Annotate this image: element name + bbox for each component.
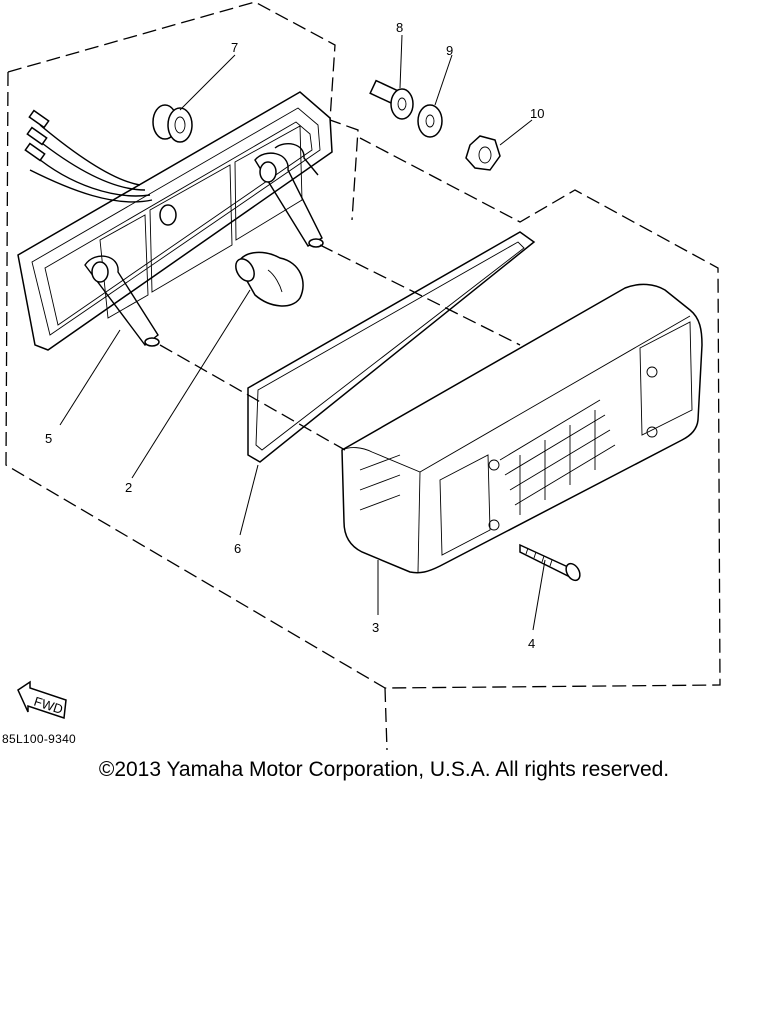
assembly-boundary-lines bbox=[5, 1, 721, 751]
leader-lines bbox=[59, 34, 546, 631]
assembly-centre-lines bbox=[159, 244, 521, 451]
lens bbox=[341, 283, 703, 574]
callout-3: 3 bbox=[372, 620, 379, 635]
callout-2: 2 bbox=[125, 480, 132, 495]
copyright-notice: ©2013 Yamaha Motor Corporation, U.S.A. A… bbox=[98, 758, 670, 781]
screw bbox=[519, 543, 581, 582]
gasket bbox=[247, 231, 536, 463]
grommet bbox=[152, 104, 193, 143]
callout-4: 4 bbox=[528, 636, 535, 651]
callout-7: 7 bbox=[231, 40, 238, 55]
callout-9: 9 bbox=[446, 43, 453, 58]
callout-numbers: 2 3 4 5 6 7 8 9 10 bbox=[45, 20, 544, 651]
callout-8: 8 bbox=[396, 20, 403, 35]
fwd-arrow-icon: FWD bbox=[17, 680, 67, 720]
exploded-parts-diagram: 2 3 4 5 6 7 8 9 10 FWD bbox=[5, 1, 721, 751]
lens-texture bbox=[359, 399, 616, 515]
callout-5: 5 bbox=[45, 431, 52, 446]
fastener-set bbox=[369, 79, 501, 171]
callout-10: 10 bbox=[530, 106, 544, 121]
lamp-housing bbox=[17, 91, 333, 351]
drawing-code: 85L100-9340 bbox=[2, 732, 77, 746]
bulb bbox=[235, 251, 304, 307]
callout-6: 6 bbox=[234, 541, 241, 556]
